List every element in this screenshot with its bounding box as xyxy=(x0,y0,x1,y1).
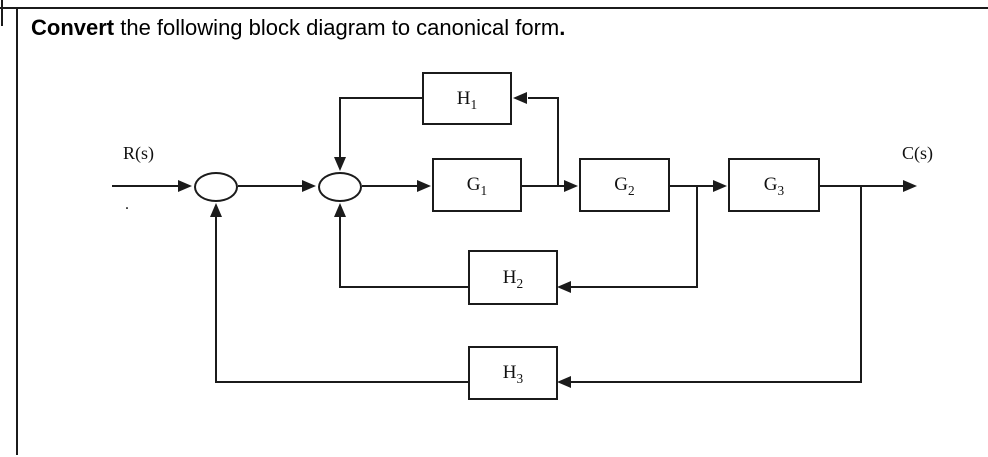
arrowhead-into-h2 xyxy=(557,281,571,293)
block-g2-label: G2 xyxy=(614,174,635,198)
block-g1: G1 xyxy=(432,158,522,212)
arrowhead-into-h3 xyxy=(557,376,571,388)
left-border-line xyxy=(16,7,18,455)
line-h1-out-vertical xyxy=(339,97,341,158)
arrowhead-into-sum2-bottom xyxy=(334,203,346,217)
line-input xyxy=(112,185,182,187)
line-h3-out-horizontal xyxy=(215,381,469,383)
line-g3-to-output xyxy=(820,185,905,187)
line-g2-to-g3 xyxy=(670,185,714,187)
summing-junction-1 xyxy=(194,172,238,202)
arrowhead-output xyxy=(903,180,917,192)
line-h2-out-horizontal xyxy=(339,286,469,288)
output-signal-label: C(s) xyxy=(902,143,933,163)
line-h1-in-horizontal xyxy=(528,97,559,99)
stray-period-mark: . xyxy=(125,196,129,213)
arrowhead-into-h1 xyxy=(513,92,527,104)
arrowhead-into-g1 xyxy=(417,180,431,192)
line-sum2-to-g1 xyxy=(362,185,418,187)
top-border-line xyxy=(0,7,988,9)
arrowhead-into-sum2-top xyxy=(334,157,346,171)
arrowhead-into-sum2 xyxy=(302,180,316,192)
line-h2-out-vertical xyxy=(339,215,341,287)
arrowhead-into-g3 xyxy=(713,180,727,192)
summing-junction-2 xyxy=(318,172,362,202)
block-h3-label: H3 xyxy=(502,362,524,386)
line-g1-to-g2 xyxy=(522,185,565,187)
block-h2: H2 xyxy=(468,250,558,305)
line-h2-tap-vertical xyxy=(696,186,698,287)
page-title: Convert the following block diagram to c… xyxy=(31,13,565,43)
block-g3-label: G3 xyxy=(763,174,785,198)
input-signal-label: R(s) xyxy=(123,143,154,163)
block-h2-label: H2 xyxy=(502,266,524,291)
line-h2-in-horizontal xyxy=(571,286,698,288)
line-h3-in-horizontal xyxy=(571,381,862,383)
corner-tick-line xyxy=(1,0,3,26)
title-period: . xyxy=(559,15,566,40)
line-h1-out-horizontal xyxy=(341,97,423,99)
block-g2: G2 xyxy=(579,158,670,212)
block-h1: H1 xyxy=(422,72,512,125)
arrowhead-into-sum1 xyxy=(178,180,192,192)
arrowhead-into-sum1-bottom xyxy=(210,203,222,217)
arrowhead-into-g2 xyxy=(564,180,578,192)
title-bold-word: Convert xyxy=(31,15,115,40)
block-g3: G3 xyxy=(728,158,820,212)
block-h3: H3 xyxy=(468,346,558,400)
block-h1-label: H1 xyxy=(456,87,478,112)
block-g1-label: G1 xyxy=(466,174,488,198)
title-rest: the following block diagram to canonical… xyxy=(114,15,560,40)
line-sum1-to-sum2 xyxy=(238,185,304,187)
line-h3-tap-vertical xyxy=(860,186,862,382)
line-h3-out-vertical xyxy=(215,215,217,383)
line-h1-tap-vertical xyxy=(557,97,559,187)
